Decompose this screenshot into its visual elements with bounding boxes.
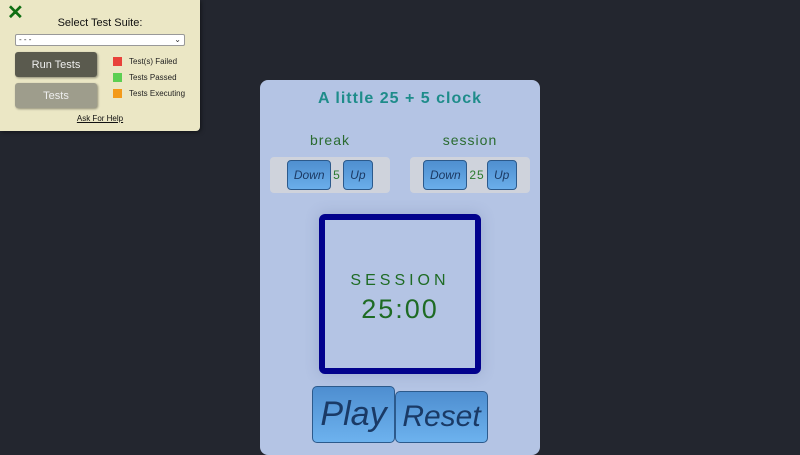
session-decrement-button[interactable]: Down xyxy=(423,160,468,190)
failed-swatch xyxy=(113,57,122,66)
test-suite-select[interactable]: - - - ⌄ xyxy=(15,34,185,46)
break-decrement-button[interactable]: Down xyxy=(287,160,332,190)
passed-swatch xyxy=(113,73,122,82)
session-controls: Down 25 Up xyxy=(410,157,530,193)
clock-card: A little 25 + 5 clock break session Down… xyxy=(260,80,540,455)
break-length: 5 xyxy=(333,168,341,182)
run-tests-button[interactable]: Run Tests xyxy=(15,52,97,77)
legend-label: Test(s) Failed xyxy=(129,57,178,66)
ask-for-help-link[interactable]: Ask For Help xyxy=(76,114,124,123)
legend-label: Tests Executing xyxy=(129,89,186,98)
timer-label: SESSION xyxy=(350,272,450,289)
legend-label: Tests Passed xyxy=(129,73,177,82)
test-suite-title: Select Test Suite: xyxy=(57,17,143,29)
tests-button[interactable]: Tests xyxy=(15,83,97,108)
legend-failed: Test(s) Failed xyxy=(113,57,177,66)
legend-passed: Tests Passed xyxy=(113,73,177,82)
break-label: break xyxy=(309,132,351,148)
time-left: 25:00 xyxy=(361,294,439,324)
test-suite-panel: ✕ Select Test Suite: - - - ⌄ Run Tests T… xyxy=(0,0,200,131)
chevron-down-icon: ⌄ xyxy=(174,35,181,44)
session-length: 25 xyxy=(469,168,485,182)
session-increment-button[interactable]: Up xyxy=(486,160,517,190)
timer-display: SESSION 25:00 xyxy=(319,214,481,374)
break-controls: Down 5 Up xyxy=(270,157,390,193)
legend-executing: Tests Executing xyxy=(113,89,185,98)
play-button[interactable]: Play xyxy=(312,386,395,443)
page-title: A little 25 + 5 clock xyxy=(317,90,483,107)
break-increment-button[interactable]: Up xyxy=(342,160,373,190)
reset-button[interactable]: Reset xyxy=(395,391,488,443)
select-value: - - - xyxy=(19,35,32,44)
session-label: session xyxy=(442,132,498,148)
close-icon[interactable]: ✕ xyxy=(7,2,24,24)
executing-swatch xyxy=(113,89,122,98)
